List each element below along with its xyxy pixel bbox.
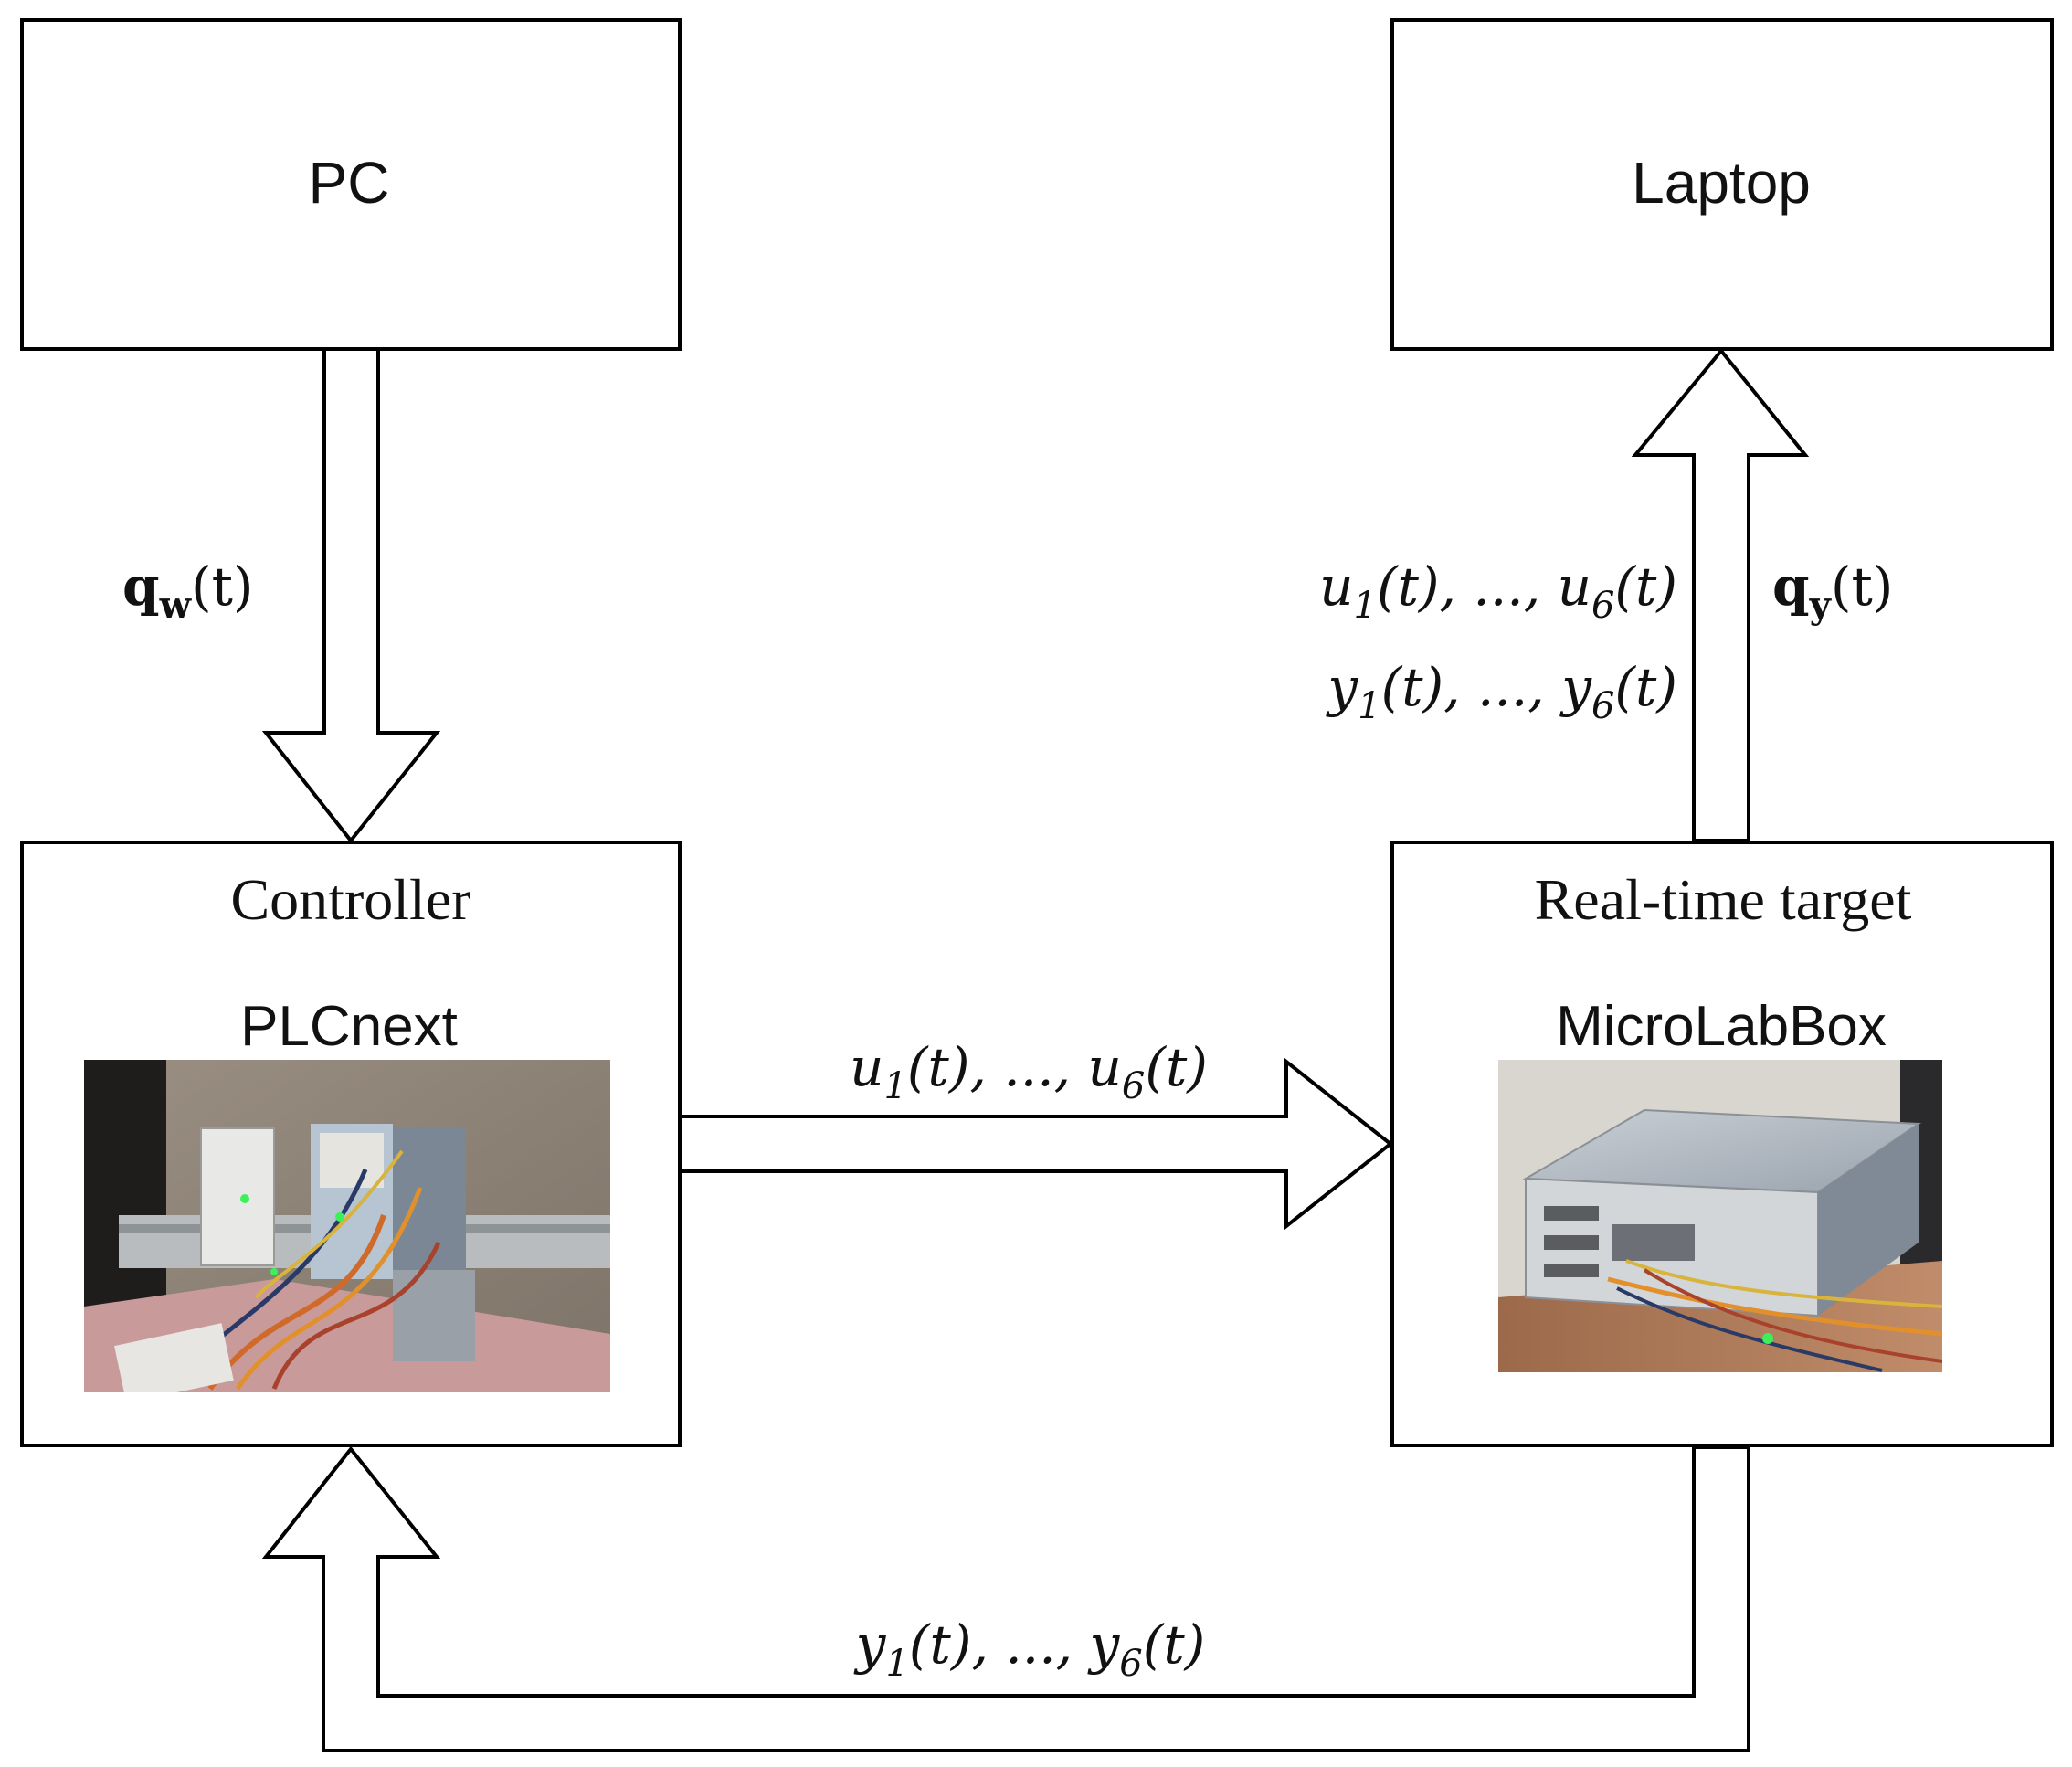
target-device-label: MicroLabBox <box>1556 995 1887 1058</box>
signal-y-target-to-controller: y1(t), ..., y6(t) <box>853 1614 1206 1685</box>
microlabbox-photo <box>1498 1060 1942 1372</box>
plcnext-photo <box>84 1060 610 1392</box>
signal-u-controller-to-target: u1(t), ..., u6(t) <box>850 1036 1208 1107</box>
arrow-target-to-controller <box>261 1445 1750 1752</box>
arrow-pc-to-controller <box>261 347 441 844</box>
signal-q-w: qw(t) <box>122 555 254 627</box>
signal-u-target-to-laptop: u1(t), ..., u6(t) <box>1319 555 1677 627</box>
pc-block <box>20 18 682 351</box>
pc-label: PC <box>309 150 390 216</box>
target-title: Real-time target <box>1535 867 1912 932</box>
laptop-block <box>1390 18 2054 351</box>
signal-q-y: qy(t) <box>1772 555 1893 627</box>
controller-device-label: PLCnext <box>240 995 458 1058</box>
controller-title: Controller <box>230 867 470 932</box>
arrow-target-to-laptop <box>1631 347 1810 842</box>
signal-y-target-to-laptop: y1(t), ..., y6(t) <box>1325 656 1677 727</box>
laptop-label: Laptop <box>1632 150 1811 216</box>
arrow-controller-to-target <box>678 1057 1394 1231</box>
